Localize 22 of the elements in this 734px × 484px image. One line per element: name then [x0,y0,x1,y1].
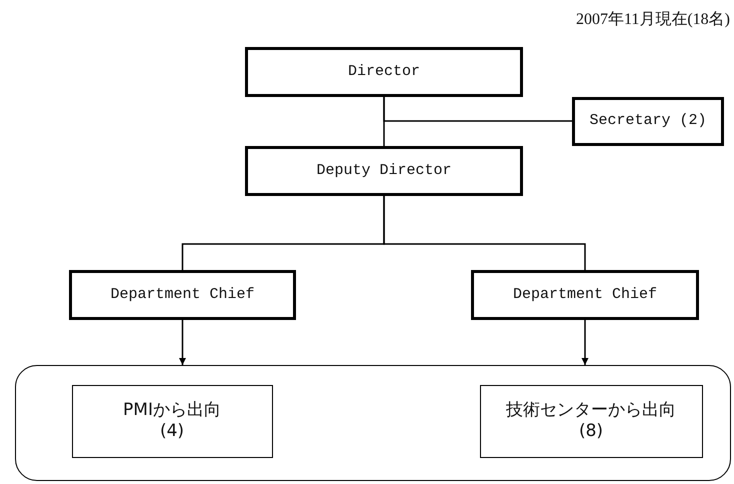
node-label: PMIから出向 [123,400,221,421]
secretary-box [572,97,724,146]
node-label: 技術センターから出向 [506,400,676,421]
date-note: 2007年11月現在(18名) [576,10,730,30]
node-label: Director [348,62,420,82]
count-label: (4) [160,421,184,442]
arrow [179,320,186,365]
node-label: Secretary (2) [589,112,707,131]
count-label: (8) [578,421,604,442]
department-box [471,270,699,320]
connector-line [383,97,572,122]
staff-box [72,384,272,458]
node-label: Department Chief [110,286,255,304]
deputy-director-box [245,146,523,196]
arrow [582,320,588,365]
department-box [69,270,296,320]
node-label: Deputy Director [316,162,452,180]
director-box [245,47,523,97]
staff-box [480,384,702,458]
connector-line [383,196,586,270]
group-container [15,365,731,481]
node-label: Department Chief [512,286,658,304]
